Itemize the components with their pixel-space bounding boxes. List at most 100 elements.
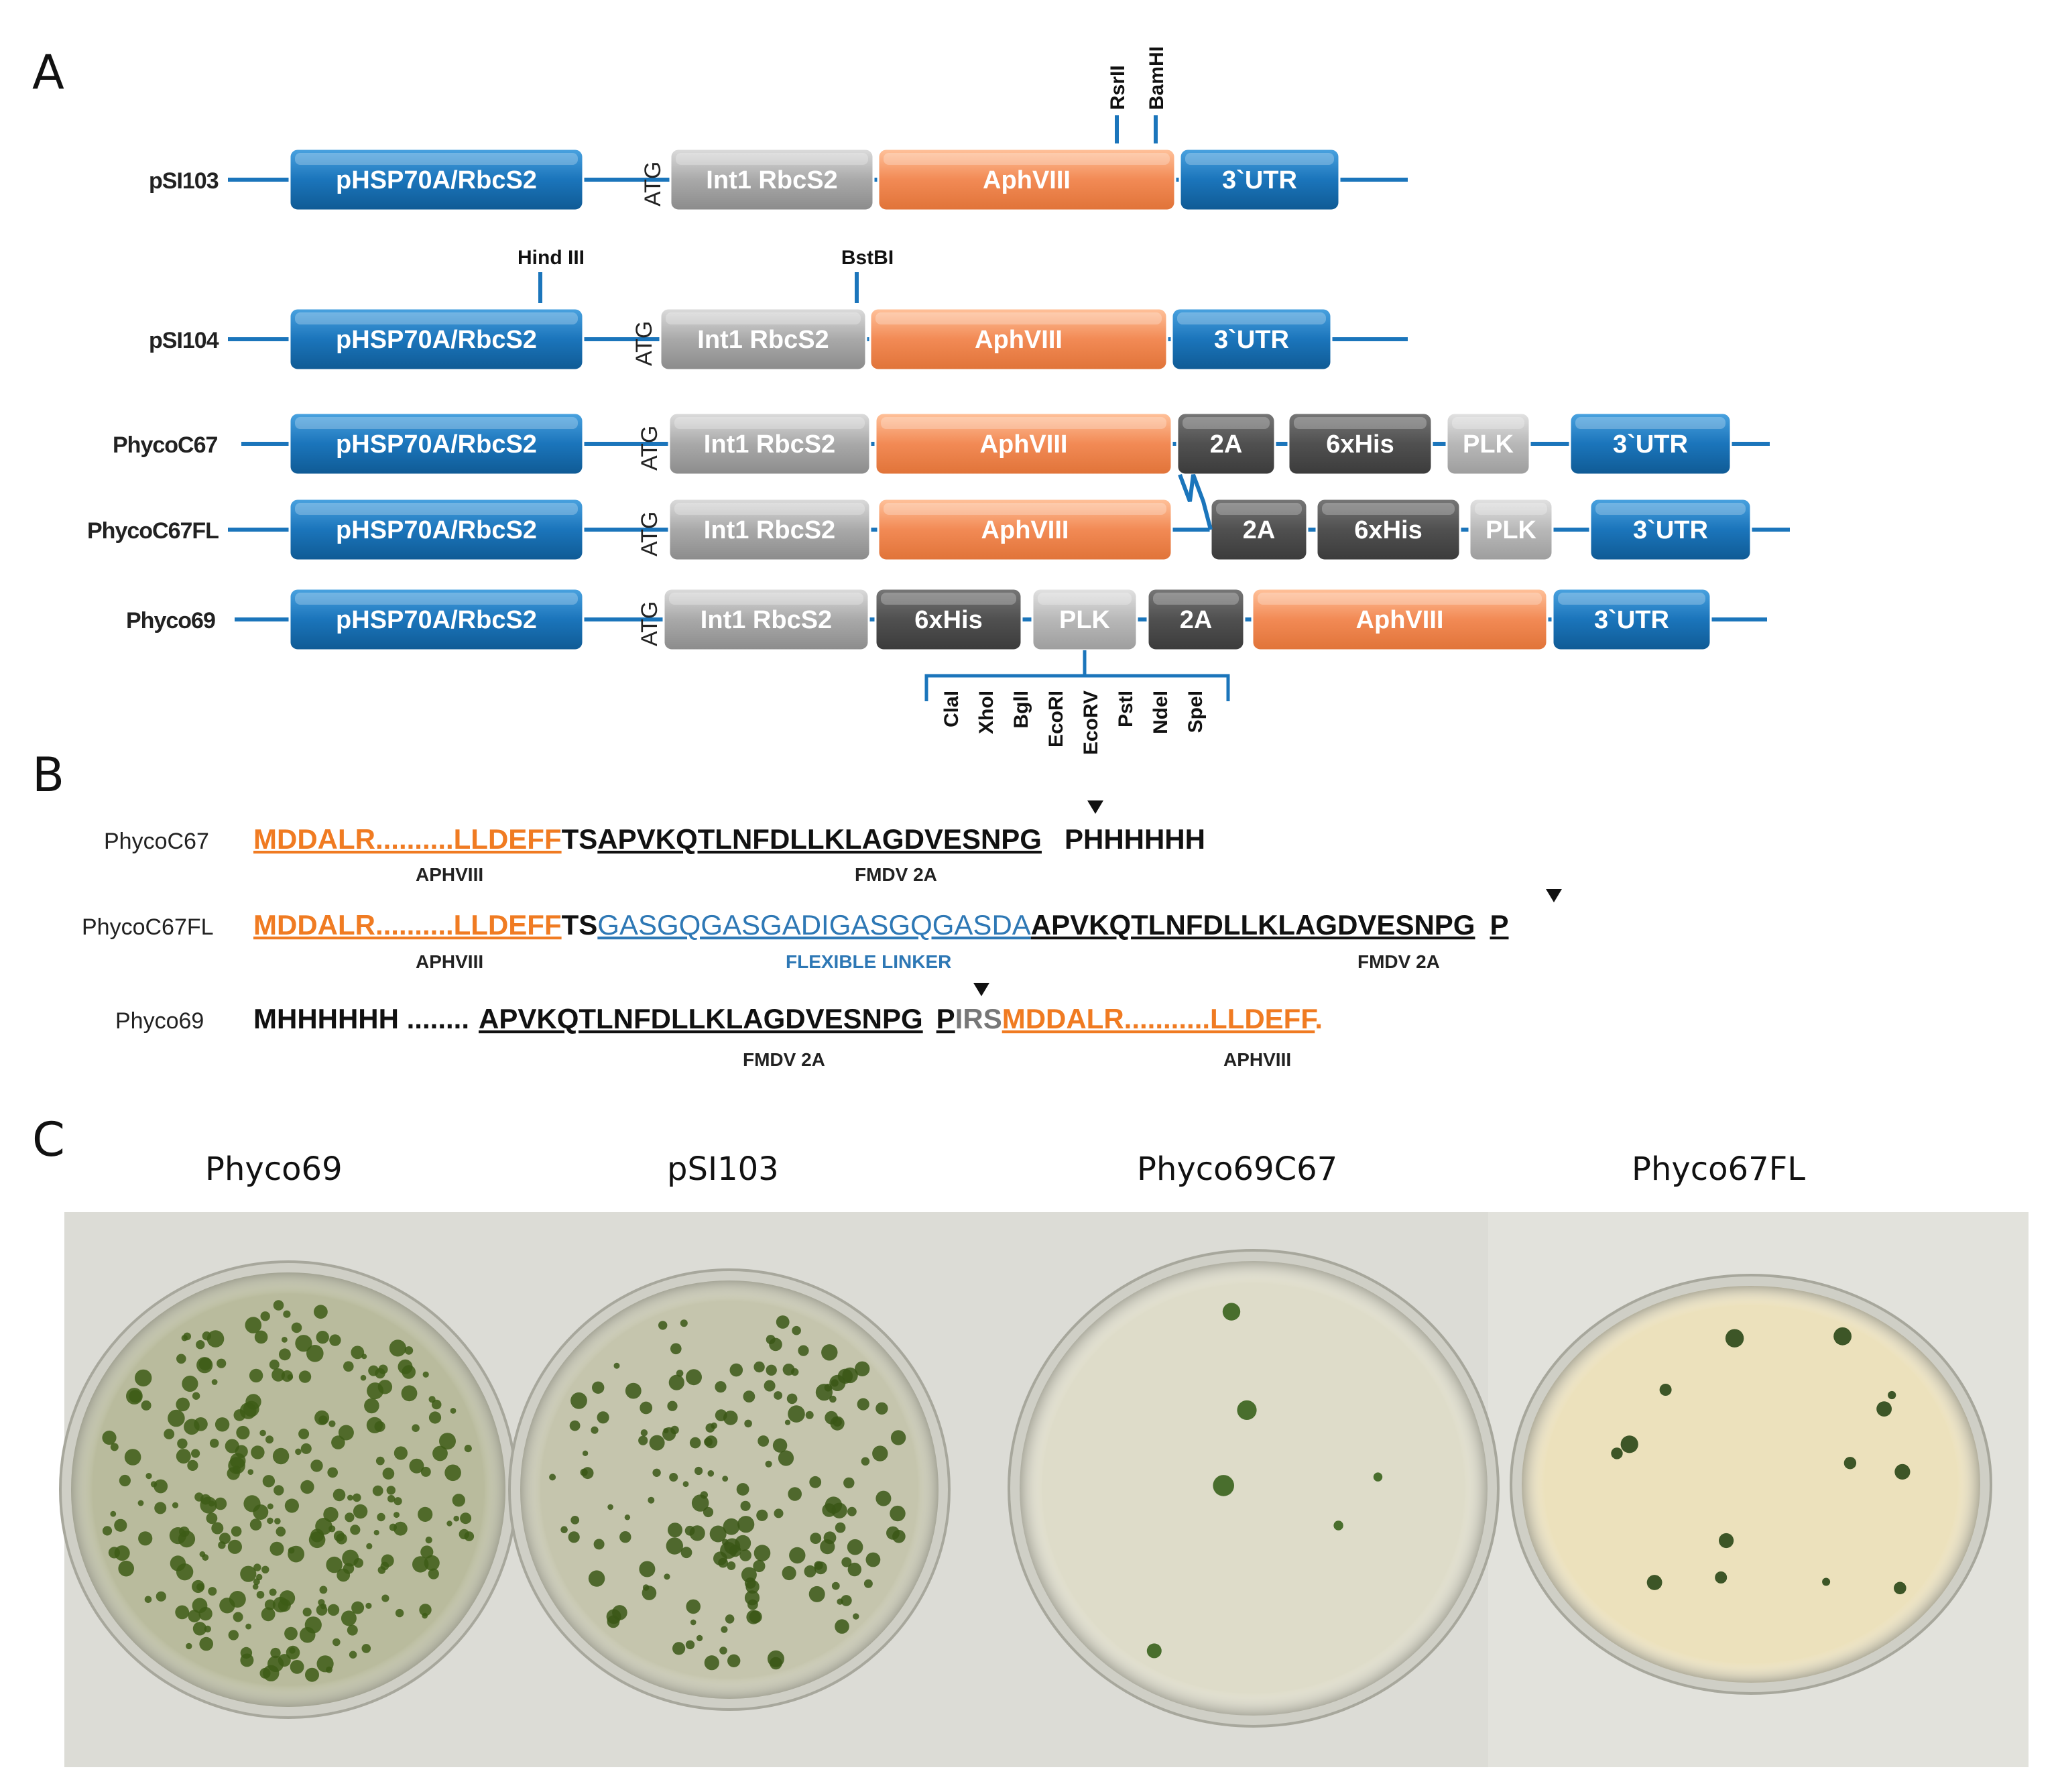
plk-label: PLK — [1463, 430, 1514, 459]
seq-name-phyco69: Phyco69 — [115, 1008, 204, 1034]
colony — [247, 1469, 254, 1475]
promoter-box: pHSP70A/RbcS2 — [288, 497, 585, 562]
colony — [102, 1526, 113, 1536]
seq-aph: MDDALR..........LLDEFF — [253, 823, 562, 855]
colony — [326, 1666, 332, 1673]
colony — [308, 1531, 326, 1549]
colony — [381, 1594, 389, 1602]
seq-p: P — [936, 1003, 955, 1034]
colony — [269, 1588, 277, 1596]
colony — [756, 1509, 768, 1521]
colony — [202, 1331, 211, 1341]
colony — [872, 1445, 888, 1461]
colony — [327, 1604, 340, 1616]
plk-label: PLK — [1486, 516, 1537, 544]
colony — [1843, 1457, 1857, 1470]
utr-label: 3`UTR — [1214, 326, 1289, 354]
colony — [360, 1374, 367, 1381]
aphviii-box: AphVIII — [877, 497, 1173, 562]
colony — [412, 1424, 420, 1432]
colony — [570, 1392, 587, 1409]
colony — [703, 1506, 714, 1518]
colony — [823, 1531, 837, 1545]
colony — [343, 1361, 354, 1372]
colony — [208, 1500, 215, 1507]
aphviii-label: AphVIII — [983, 166, 1071, 194]
dish-shadow — [1020, 1261, 1488, 1716]
colony — [1833, 1327, 1852, 1346]
utr-box: 3`UTR — [1178, 147, 1341, 212]
colony — [315, 1518, 332, 1535]
colony — [772, 1438, 788, 1453]
colony — [727, 1561, 736, 1570]
colony — [619, 1531, 631, 1543]
colony — [288, 1547, 295, 1554]
construct-name: pSI104 — [149, 328, 219, 353]
his-tag-label: 6xHis — [1326, 430, 1394, 459]
colony — [412, 1556, 429, 1573]
seq-ts: TS — [562, 823, 598, 855]
colony — [831, 1581, 840, 1590]
his-tag-box: 6xHis — [1315, 497, 1461, 562]
intron-box: Int1 RbcS2 — [668, 497, 871, 562]
plk-site-ndei: NdeI — [1150, 691, 1172, 734]
colony — [279, 1348, 291, 1361]
colony — [549, 1474, 556, 1481]
colony — [758, 1435, 770, 1447]
colony — [286, 1645, 300, 1660]
promoter-label: pHSP70A/RbcS2 — [336, 166, 537, 194]
colony — [805, 1411, 814, 1419]
colony — [568, 1531, 580, 1543]
colony — [137, 1500, 144, 1506]
colony — [853, 1613, 859, 1620]
promoter-box: pHSP70A/RbcS2 — [288, 307, 585, 371]
atg-label: ATG — [631, 321, 657, 366]
colony — [144, 1596, 152, 1604]
plate-title: Phyco67FL — [1632, 1150, 1805, 1188]
colony — [138, 1531, 153, 1546]
colony — [233, 1466, 241, 1474]
colony — [652, 1468, 661, 1477]
colony — [332, 1488, 346, 1502]
colony — [1894, 1464, 1911, 1480]
dish-shadow — [520, 1280, 939, 1699]
colony — [668, 1522, 682, 1538]
label-flexible-linker: FLEXIBLE LINKER — [786, 951, 951, 972]
colony — [1888, 1390, 1896, 1400]
colony — [349, 1651, 357, 1659]
colony — [892, 1530, 906, 1543]
colony — [764, 1380, 776, 1392]
colony — [704, 1655, 719, 1671]
colony — [218, 1541, 226, 1549]
colony — [582, 1450, 589, 1456]
colony — [164, 1429, 175, 1440]
colony — [176, 1563, 194, 1581]
colony — [300, 1443, 312, 1454]
svg-text:Hind III: Hind III — [518, 247, 585, 269]
colony — [373, 1530, 379, 1536]
construct-name: PhycoC67FL — [87, 518, 219, 544]
colony — [663, 1428, 669, 1434]
promoter-box: pHSP70A/RbcS2 — [288, 147, 585, 212]
colony — [770, 1657, 782, 1670]
colony — [774, 1391, 782, 1400]
plk-site-clai: ClaI — [941, 691, 963, 727]
colony — [861, 1457, 870, 1466]
colony — [372, 1485, 383, 1496]
intron-box: Int1 RbcS2 — [668, 412, 871, 476]
colony — [740, 1500, 751, 1511]
colony — [847, 1506, 857, 1516]
colony — [1620, 1435, 1638, 1453]
colony — [607, 1504, 613, 1510]
colony — [272, 1596, 289, 1613]
colony — [765, 1460, 772, 1468]
colony — [696, 1634, 703, 1642]
intron-box: Int1 RbcS2 — [669, 147, 875, 212]
colony — [395, 1608, 404, 1618]
colony — [829, 1395, 837, 1403]
colony — [182, 1375, 198, 1392]
